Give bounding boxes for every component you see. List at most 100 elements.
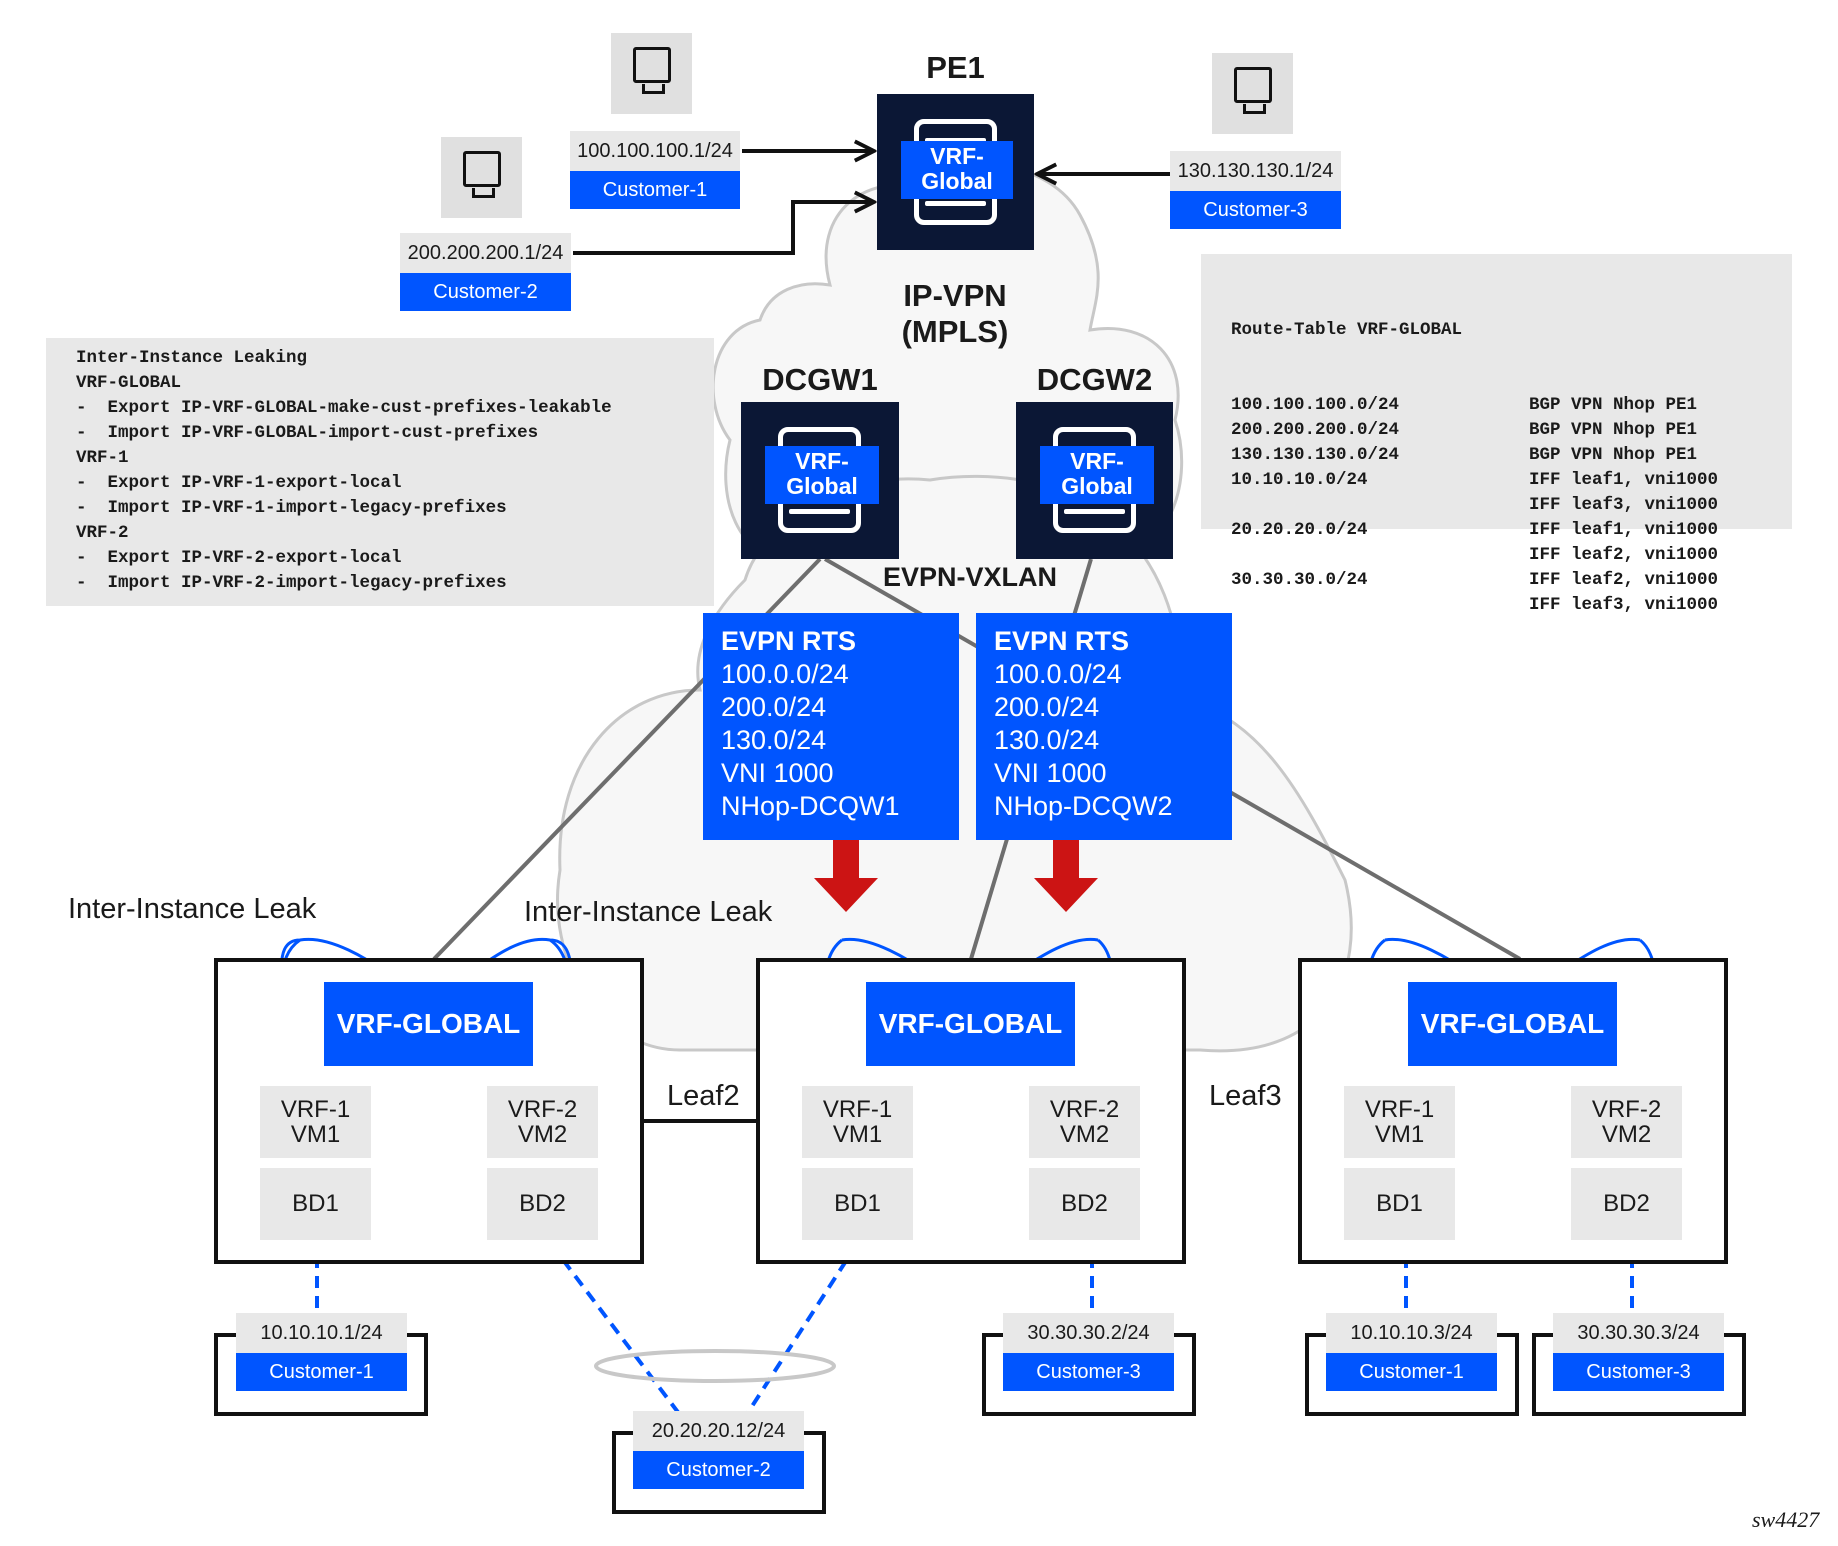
customer-label[interactable]: Customer-1 <box>1326 1353 1497 1391</box>
evpn-rts-dcgw1: EVPN RTS 100.0.0/24 200.0/24 130.0/24 VN… <box>703 613 959 840</box>
vrf2-vm2-cell[interactable]: VRF-2 VM2 <box>487 1086 598 1158</box>
link-customer2-pe1 <box>573 202 874 255</box>
evpn-rts-line: 100.0.0/24 <box>994 659 1122 689</box>
customer1-ip: 100.100.100.1/24 <box>570 131 740 171</box>
customer1-label[interactable]: Customer-1 <box>570 171 740 209</box>
monitor-icon <box>441 137 522 218</box>
route-nexthop: BGP VPN Nhop PE1 <box>1529 395 1698 415</box>
customer-ip: 10.10.10.3/24 <box>1326 1313 1497 1353</box>
bd2-cell[interactable]: BD2 <box>1029 1168 1140 1240</box>
leaking-line: - Export IP-VRF-1-export-local <box>76 473 402 493</box>
vrf1-vm1-cell[interactable]: VRF-1 VM1 <box>260 1086 371 1158</box>
route-table-row: IFF leaf3, vni1000 <box>1231 593 1792 618</box>
evpn-rts-line: 200.0/24 <box>721 692 827 722</box>
vrf2-vm2-cell[interactable]: VRF-2 VM2 <box>1571 1086 1682 1158</box>
pe1-router[interactable]: VRF- Global <box>877 94 1034 250</box>
customer-ip: 10.10.10.1/24 <box>236 1313 407 1353</box>
bd2-cell[interactable]: BD2 <box>1571 1168 1682 1240</box>
route-prefix <box>1231 593 1529 618</box>
evpn-rts-line: 100.0.0/24 <box>721 659 849 689</box>
route-table-title: Route-Table VRF-GLOBAL <box>1231 320 1463 340</box>
evpn-rts-line: 130.0/24 <box>994 725 1100 755</box>
route-nexthop: IFF leaf1, vni1000 <box>1529 520 1719 540</box>
customer-label[interactable]: Customer-1 <box>236 1353 407 1391</box>
customer-ip: 30.30.30.3/24 <box>1553 1313 1724 1353</box>
customer2-label[interactable]: Customer-2 <box>400 273 571 311</box>
leaking-line: VRF-1 <box>76 448 129 468</box>
evpn-rts-dcgw2: EVPN RTS 100.0.0/24 200.0/24 130.0/24 VN… <box>976 613 1232 840</box>
dcgw2-title: DCGW2 <box>1036 362 1153 397</box>
pe1-title: PE1 <box>926 50 985 85</box>
leak-label: Inter-Instance Leak <box>68 893 317 925</box>
route-nexthop: BGP VPN Nhop PE1 <box>1529 445 1698 465</box>
route-table-row: IFF leaf3, vni1000 <box>1231 493 1792 518</box>
customer-ip: 30.30.30.2/24 <box>1003 1313 1174 1353</box>
leaking-line: - Export IP-VRF-2-export-local <box>76 548 402 568</box>
evpn-rts-line: VNI 1000 <box>721 758 834 788</box>
route-table-row: 30.30.30.0/24 IFF leaf2, vni1000 <box>1231 568 1792 593</box>
evpn-rts-line: VNI 1000 <box>994 758 1107 788</box>
leaf3-label: Leaf3 <box>1209 1080 1282 1112</box>
route-nexthop: IFF leaf2, vni1000 <box>1529 545 1719 565</box>
bd1-cell[interactable]: BD1 <box>1344 1168 1455 1240</box>
leaking-line: Inter-Instance Leaking <box>76 348 308 368</box>
leaking-line: - Import IP-VRF-GLOBAL-import-cust-prefi… <box>76 423 539 443</box>
ipvpn-label: IP-VPN (MPLS) <box>880 278 1030 350</box>
vrf-global-block[interactable]: VRF-GLOBAL <box>866 982 1075 1066</box>
dcgw1-vrf-global: VRF- Global <box>765 446 879 504</box>
leak-label: Inter-Instance Leak <box>524 896 773 928</box>
dcgw1-title: DCGW1 <box>762 362 878 397</box>
evpn-rts-title: EVPN RTS <box>994 626 1130 656</box>
leaf2-label: Leaf2 <box>667 1080 740 1112</box>
red-arrow-icon <box>1034 832 1098 912</box>
dcgw2-router[interactable]: VRF- Global <box>1016 402 1173 559</box>
route-nexthop: IFF leaf3, vni1000 <box>1529 495 1719 515</box>
bd2-cell[interactable]: BD2 <box>487 1168 598 1240</box>
bd1-cell[interactable]: BD1 <box>802 1168 913 1240</box>
customer-label[interactable]: Customer-3 <box>1553 1353 1724 1391</box>
route-table-row: 20.20.20.0/24 IFF leaf1, vni1000 <box>1231 518 1792 543</box>
route-prefix <box>1231 493 1529 518</box>
monitor-icon <box>611 33 692 114</box>
vrf-global-block[interactable]: VRF-GLOBAL <box>324 982 533 1066</box>
vrf-global-block[interactable]: VRF-GLOBAL <box>1408 982 1617 1066</box>
leaking-line: VRF-2 <box>76 523 129 543</box>
customer2-ip: 200.200.200.1/24 <box>400 233 571 273</box>
customer-ip: 20.20.20.12/24 <box>633 1411 804 1451</box>
route-prefix <box>1231 543 1529 568</box>
vrf1-vm1-cell[interactable]: VRF-1 VM1 <box>1344 1086 1455 1158</box>
evpn-vxlan-label: EVPN-VXLAN <box>882 562 1058 592</box>
evpn-rts-title: EVPN RTS <box>721 626 857 656</box>
route-nexthop: IFF leaf2, vni1000 <box>1529 570 1719 590</box>
pe1-vrf-global: VRF- Global <box>901 141 1013 199</box>
vrf1-vm1-cell[interactable]: VRF-1 VM1 <box>802 1086 913 1158</box>
evpn-rts-line: 130.0/24 <box>721 725 827 755</box>
leaking-line: - Import IP-VRF-1-import-legacy-prefixes <box>76 498 507 518</box>
customer-label[interactable]: Customer-2 <box>633 1451 804 1489</box>
route-prefix: 30.30.30.0/24 <box>1231 570 1368 590</box>
leaking-line: VRF-GLOBAL <box>76 373 182 393</box>
dcgw1-router[interactable]: VRF- Global <box>741 402 899 559</box>
route-nexthop: BGP VPN Nhop PE1 <box>1529 420 1698 440</box>
evpn-rts-line: 200.0/24 <box>994 692 1100 722</box>
bd1-cell[interactable]: BD1 <box>260 1168 371 1240</box>
ipvpn-label-line2: (MPLS) <box>901 314 1009 349</box>
vrf2-vm2-cell[interactable]: VRF-2 VM2 <box>1029 1086 1140 1158</box>
evpn-rts-line: NHop-DCQW2 <box>994 791 1173 821</box>
route-prefix: 10.10.10.0/24 <box>1231 470 1368 490</box>
customer-label[interactable]: Customer-3 <box>1003 1353 1174 1391</box>
route-table-row: IFF leaf2, vni1000 <box>1231 543 1792 568</box>
customer3-label[interactable]: Customer-3 <box>1170 191 1341 229</box>
customer3-ip: 130.130.130.1/24 <box>1170 151 1341 191</box>
route-nexthop: IFF leaf1, vni1000 <box>1529 470 1719 490</box>
route-table-row: 10.10.10.0/24 IFF leaf1, vni1000 <box>1231 468 1792 493</box>
lag-ellipse <box>594 1349 836 1383</box>
route-prefix: 100.100.100.0/24 <box>1231 395 1400 415</box>
route-prefix: 20.20.20.0/24 <box>1231 520 1368 540</box>
